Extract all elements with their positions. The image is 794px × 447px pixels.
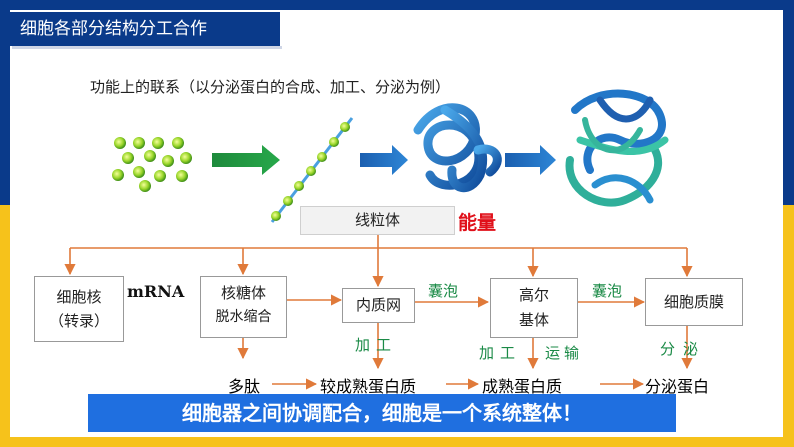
process-label-er: 加工 bbox=[355, 336, 398, 354]
ribosome-label: 核糖体 bbox=[220, 284, 266, 302]
nucleus-note: （转录） bbox=[48, 312, 109, 330]
flow-arrows bbox=[64, 235, 693, 390]
immature-protein-label: 较成熟蛋白质 bbox=[320, 377, 417, 396]
polypeptide-label: 多肽 bbox=[228, 377, 261, 396]
process-label-golgi: 加工 bbox=[479, 344, 522, 362]
green-arrow-icon bbox=[212, 145, 280, 175]
diagram-subtitle: 功能上的联系（以分泌蛋白的合成、加工、分泌为例） bbox=[90, 78, 451, 96]
transport-label: 运输 bbox=[545, 344, 584, 362]
vesicle-label-1: 囊泡 bbox=[428, 282, 459, 300]
golgi-label-line2: 基体 bbox=[518, 311, 549, 329]
summary-banner: 细胞器之间协调配合，细胞是一个系统整体！ bbox=[88, 394, 676, 432]
section-title-shadow bbox=[12, 46, 282, 49]
secrete-label: 分泌 bbox=[660, 340, 707, 358]
ribosome-box: 核糖体 脱水缩合 bbox=[200, 276, 287, 338]
nucleus-box: 细胞核 （转录） bbox=[34, 276, 124, 342]
amino-acid-cluster-icon bbox=[112, 137, 192, 192]
polypeptide-chain-icon bbox=[270, 117, 354, 223]
blue-arrow-icon bbox=[360, 145, 408, 175]
golgi-label-line1: 高尔 bbox=[518, 286, 549, 304]
folded-protein-icon bbox=[413, 103, 502, 192]
er-label: 内质网 bbox=[355, 296, 401, 314]
mitochondria-box: 线粒体 bbox=[300, 206, 455, 235]
energy-label: 能量 bbox=[458, 212, 497, 234]
er-box: 内质网 bbox=[342, 288, 415, 323]
cell-membrane-box: 细胞质膜 bbox=[645, 278, 743, 326]
cell-membrane-label: 细胞质膜 bbox=[663, 293, 724, 311]
section-title: 细胞各部分结构分工合作 bbox=[10, 12, 280, 46]
mrna-label: mRNA bbox=[127, 282, 185, 301]
mitochondria-label: 线粒体 bbox=[354, 211, 400, 229]
ribosome-note: 脱水缩合 bbox=[215, 309, 272, 325]
secreted-protein-label: 分泌蛋白 bbox=[645, 377, 710, 396]
mature-protein-label: 成熟蛋白质 bbox=[482, 377, 563, 396]
golgi-box: 高尔 基体 bbox=[490, 278, 578, 338]
vesicle-label-2: 囊泡 bbox=[592, 282, 623, 300]
blue-arrow-icon bbox=[505, 145, 556, 175]
complex-protein-icon bbox=[565, 89, 669, 207]
nucleus-label: 细胞核 bbox=[56, 288, 102, 306]
